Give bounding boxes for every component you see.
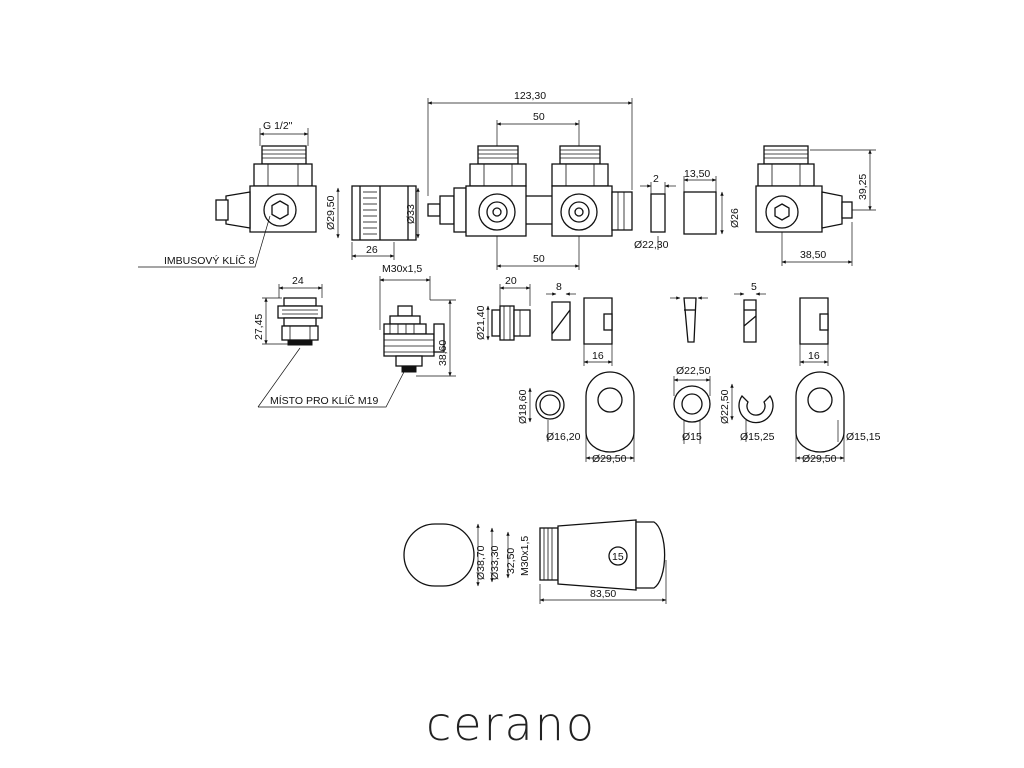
dim-slot-width: 5 — [751, 281, 757, 293]
dim-right-depth: 38,50 — [800, 249, 826, 261]
adapter-pieces: 20 Ø21,40 8 16 — [475, 275, 613, 366]
dim-clip-outer: Ø22,50 — [719, 389, 731, 424]
label-imbus-key: IMBUSOVÝ KLÍČ 8 — [164, 254, 255, 267]
dim-overall-width: 123,30 — [514, 90, 546, 102]
angle-valve-right: 39,25 38,50 — [755, 145, 876, 266]
dim-connector: 32,50 — [505, 548, 517, 574]
dim-connector-thread: M30x1,5 — [519, 536, 531, 576]
dim-adapter-length: 20 — [505, 275, 517, 287]
dim-clip-inner: Ø15,25 — [740, 431, 775, 443]
dim-ring-inner: Ø16,20 — [546, 431, 581, 443]
angle-valve-left: G 1/2" IMBUSOVÝ KLÍČ 8 — [138, 120, 317, 268]
scale-mark: 15 — [612, 551, 624, 563]
brand-logo: cerano — [426, 697, 596, 751]
dim-head-height: 38,60 — [437, 340, 449, 366]
dim-rosette-b: Ø29,50 — [802, 453, 837, 465]
twin-valve-center: 123,30 50 — [427, 90, 633, 270]
union-nut: Ø29,50 Ø33 26 — [325, 185, 420, 260]
dim-sleeve-diameter: Ø26 — [729, 208, 741, 228]
dim-g-half-inch: G 1/2" — [263, 120, 293, 132]
dim-rosette-b-inner: Ø15,15 — [846, 431, 881, 443]
dim-cap-outer: Ø22,50 — [676, 365, 711, 377]
rosettes: Ø18,60 Ø16,20 Ø29,50 Ø22,50 Ø15 Ø22,50 Ø… — [517, 365, 881, 465]
dim-nut-length: 26 — [366, 244, 378, 256]
dim-rosette-a: Ø29,50 — [592, 453, 627, 465]
dim-insert-width: 24 — [292, 275, 304, 287]
dim-ring-diameter: Ø18,60 — [517, 389, 529, 424]
dim-sleeve-length: 13,50 — [684, 168, 710, 180]
dim-nut-diameter: Ø29,50 — [325, 195, 337, 230]
dim-right-height: 39,25 — [857, 174, 869, 200]
dim-adapter-diameter: Ø21,40 — [475, 305, 487, 340]
dim-washer-diameter: Ø22,30 — [634, 239, 669, 251]
dim-insert-height: 27,45 — [253, 314, 265, 340]
dim-washer-thickness: 2 — [653, 173, 659, 185]
dim-adapter-b-width: 16 — [808, 350, 820, 362]
dim-ring-thickness: 8 — [556, 281, 562, 293]
thermostat-head-assembly: Ø38,70 Ø33,30 32,50 M30x1,5 15 83,50 — [403, 519, 667, 604]
dim-spacing-bottom: 50 — [533, 253, 545, 265]
dim-head-outer: Ø38,70 — [475, 545, 487, 580]
dim-spacing-top: 50 — [533, 111, 545, 123]
dim-head-thread: M30x1,5 — [382, 263, 422, 275]
valve-insert: 24 27,45 — [253, 275, 323, 346]
adapter-pieces-right: 5 16 — [670, 281, 829, 366]
washer-and-sleeve: 2 Ø22,30 13,50 Ø26 — [634, 168, 741, 251]
dim-adapter-a-width: 16 — [592, 350, 604, 362]
thermostatic-head: M30x1,5 38,60 MÍSTO PRO KLÍČ M19 — [257, 263, 456, 408]
dim-cap-inner: Ø15 — [682, 431, 702, 443]
dim-nut-outer: Ø33 — [405, 204, 417, 224]
dim-head-inner: Ø33,30 — [489, 545, 501, 580]
dim-head-length: 83,50 — [590, 588, 616, 600]
label-key-place: MÍSTO PRO KLÍČ M19 — [270, 394, 378, 407]
